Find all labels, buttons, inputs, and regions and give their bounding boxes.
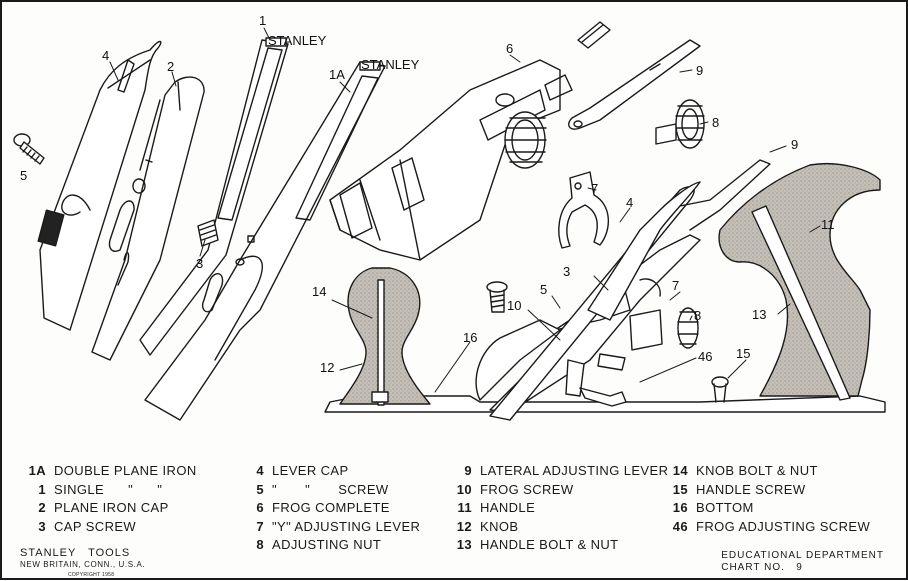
cap-screw-part	[197, 219, 219, 247]
callout-10: 10	[507, 298, 521, 313]
lateral-adjusting-lever-part	[568, 39, 701, 130]
callout-1a: 1A	[329, 67, 345, 82]
lever-cap-screw-part	[13, 133, 45, 165]
svg-text:STANLEY: STANLEY	[268, 33, 327, 48]
callout-8-assembly: 8	[694, 308, 701, 323]
chart-info-block: EDUCATIONAL DEPARTMENT CHART NO. 9	[721, 550, 884, 574]
copyright-text: COPYRIGHT 1958	[68, 572, 115, 578]
callout-3-assembly: 3	[563, 264, 570, 279]
callout-15: 15	[736, 346, 750, 361]
callout-9: 9	[696, 63, 703, 78]
callout-5-assembly: 5	[540, 282, 547, 297]
double-plane-iron-part: STANLEY	[144, 57, 420, 421]
chart-number: CHART NO. 9	[721, 562, 803, 573]
publisher-brand: STANLEY TOOLS	[20, 547, 131, 559]
adjusting-nut-part	[655, 99, 705, 149]
callout-1: 1	[259, 13, 266, 28]
plane-iron-cap-part	[91, 76, 205, 361]
callout-11: 11	[821, 217, 835, 232]
callout-6: 6	[506, 41, 513, 56]
callout-46: 46	[698, 349, 712, 364]
svg-text:STANLEY: STANLEY	[361, 57, 420, 72]
callout-4-assembly: 4	[626, 195, 633, 210]
callout-2: 2	[167, 59, 174, 74]
legend-item: 7"Y" ADJUSTING LEVER	[256, 518, 421, 534]
callout-7-assembly: 7	[672, 278, 679, 293]
publisher-block: STANLEY TOOLS NEW BRITAIN, CONN., U.S.A.…	[20, 548, 145, 581]
callout-13: 13	[752, 307, 766, 322]
lever-cap-part	[37, 40, 162, 331]
single-plane-iron-part: STANLEY	[139, 33, 327, 356]
callout-3: 3	[196, 256, 203, 271]
department-label: EDUCATIONAL DEPARTMENT	[721, 550, 884, 561]
callout-leaders	[109, 27, 821, 393]
legend-item: 5" " SCREW	[256, 481, 389, 497]
callout-14: 14	[312, 284, 326, 299]
publisher-location: NEW BRITAIN, CONN., U.S.A.	[20, 560, 146, 569]
exploded-plane-drawing: STANLEY STANLEY	[13, 13, 886, 421]
frog-screw-part	[486, 281, 508, 313]
callout-9-assembly: 9	[791, 137, 798, 152]
callout-8: 8	[712, 115, 719, 130]
y-adjusting-lever-part	[558, 171, 610, 249]
spring-clip-part	[577, 21, 611, 49]
callout-4: 4	[102, 48, 109, 63]
callout-12: 12	[320, 360, 334, 375]
callout-5: 5	[20, 168, 27, 183]
callout-7: 7	[591, 181, 598, 196]
callout-16: 16	[463, 330, 477, 345]
plane-body-assembly	[324, 159, 886, 421]
frog-complete-part	[329, 59, 573, 261]
callout-labels: 4 2 1 1A 5 3 6 9 8 9 11 7 4 3 5 10 7 8 1…	[20, 13, 835, 375]
